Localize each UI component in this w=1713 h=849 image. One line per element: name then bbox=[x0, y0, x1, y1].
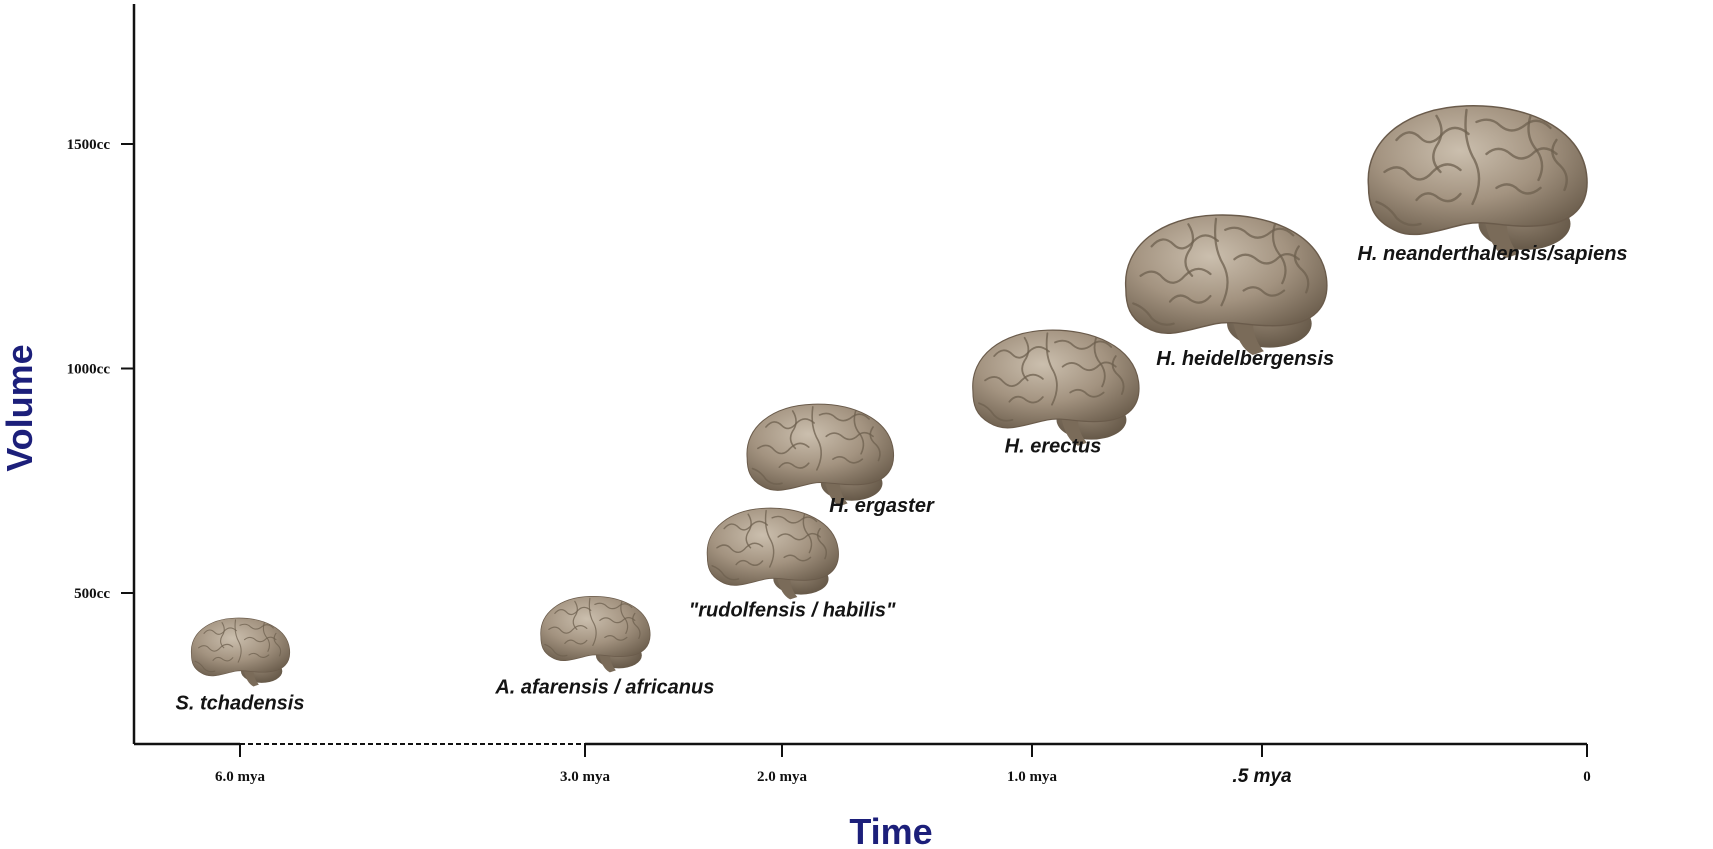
species-label-h-ergaster: H. ergaster bbox=[829, 495, 935, 517]
brain-h-neanderthalensis-sapiens bbox=[1367, 105, 1588, 258]
y-tick-label-500: 500cc bbox=[74, 586, 110, 602]
x-tick-label-6-0-mya: 6.0 mya bbox=[215, 769, 265, 785]
species-label-h-erectus: H. erectus bbox=[1005, 435, 1102, 457]
species-label-h-heidelbergensis: H. heidelbergensis bbox=[1156, 348, 1334, 370]
brain-h-ergaster bbox=[746, 403, 895, 507]
brain-h-heidelbergensis bbox=[1125, 214, 1328, 355]
brain-h-erectus bbox=[972, 329, 1140, 446]
y-tick-label-1000: 1000cc bbox=[67, 362, 111, 378]
x-axis-title: Time bbox=[849, 811, 932, 849]
x-tick-label-5-mya: .5 mya bbox=[1232, 766, 1292, 787]
y-axis-title: Volume bbox=[0, 344, 40, 471]
x-tick-label-1-0-mya: 1.0 mya bbox=[1007, 769, 1057, 785]
x-tick-label-2-0-mya: 2.0 mya bbox=[757, 769, 807, 785]
x-tick-label-0: 0 bbox=[1583, 769, 1591, 785]
species-label-h-neanderthalensis-sapiens: H. neanderthalensis/sapiens bbox=[1357, 243, 1627, 265]
y-tick-label-1500: 1500cc bbox=[67, 137, 111, 153]
brain-rudolfensis-habilis bbox=[706, 507, 839, 600]
brain-s-tchadensis bbox=[191, 617, 291, 687]
species-label-s-tchadensis: S. tchadensis bbox=[176, 692, 305, 714]
x-tick-label-3-0-mya: 3.0 mya bbox=[560, 769, 610, 785]
species-label-a-afarensis-africanus: A. afarensis / africanus bbox=[494, 676, 714, 698]
species-label-rudolfensis-habilis: "rudolfensis / habilis" bbox=[689, 600, 896, 622]
brain-a-afarensis-africanus bbox=[540, 596, 651, 673]
